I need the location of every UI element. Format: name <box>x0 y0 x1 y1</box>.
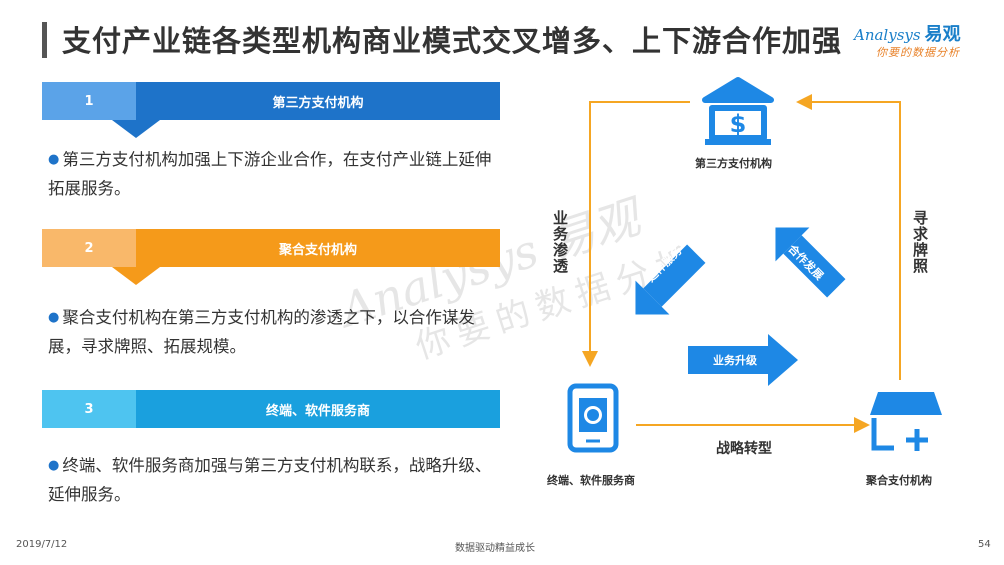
diagram-canvas: $ <box>567 77 942 453</box>
edge-bottom-label: 战略转型 <box>716 441 772 457</box>
section-number: 1 <box>42 82 136 120</box>
bullet-dot-icon: ● <box>48 310 60 325</box>
footer-date: 2019/7/12 <box>16 539 68 550</box>
section-label: 第三方支付机构 <box>136 82 500 120</box>
edge-left-label: 业务渗透 <box>551 210 569 274</box>
node-terminal-label: 终端、软件服务商 <box>547 474 635 487</box>
section-2-header: 2 聚合支付机构 <box>42 229 500 285</box>
section-label: 聚合支付机构 <box>136 229 500 267</box>
page-number: 54 <box>978 539 991 550</box>
arrow-up-left-icon <box>775 227 846 298</box>
section-3-text: ●终端、软件服务商加强与第三方支付机构联系，战略升级、延伸服务。 <box>48 456 492 504</box>
bank-icon: $ <box>702 77 774 145</box>
phone-icon <box>567 383 619 453</box>
arrow-down-left-icon <box>635 244 706 315</box>
section-number: 3 <box>42 390 136 428</box>
arrow-right-label: 业务升级 <box>713 354 757 367</box>
svg-text:$: $ <box>730 110 747 138</box>
edge-right-label: 寻求牌照 <box>911 210 929 274</box>
section-1-text: ●第三方支付机构加强上下游企业合作，在支付产业链上延伸拓展服务。 <box>48 150 492 198</box>
store-icon <box>870 392 942 451</box>
page-title: 支付产业链各类型机构商业模式交叉增多、上下游合作加强 <box>62 24 843 58</box>
section-2-text: ●聚合支付机构在第三方支付机构的渗透之下，以合作谋发展，寻求牌照、拓展规模。 <box>48 308 475 356</box>
node-aggregator-label: 聚合支付机构 <box>866 474 932 487</box>
node-third-party-label: 第三方支付机构 <box>695 157 772 170</box>
edge-right-line <box>796 94 901 380</box>
section-label: 终端、软件服务商 <box>136 390 500 428</box>
relationship-diagram: $ 第三方支付机构 终端、软 <box>530 70 1004 500</box>
logo-slogan: 你要的数据分析 <box>876 46 960 59</box>
section-pointer <box>112 120 160 138</box>
section-pointer <box>112 267 160 285</box>
arrow-right-icon <box>688 334 798 386</box>
title-accent-bar <box>42 22 47 58</box>
bullet-dot-icon: ● <box>48 458 60 473</box>
section-number: 2 <box>42 229 136 267</box>
footer-slogan: 数据驱动精益成长 <box>455 543 535 554</box>
edge-left-line <box>582 101 690 367</box>
section-3-header: 3 终端、软件服务商 <box>42 390 500 428</box>
section-1-header: 1 第三方支付机构 <box>42 82 500 138</box>
bullet-dot-icon: ● <box>48 152 60 167</box>
